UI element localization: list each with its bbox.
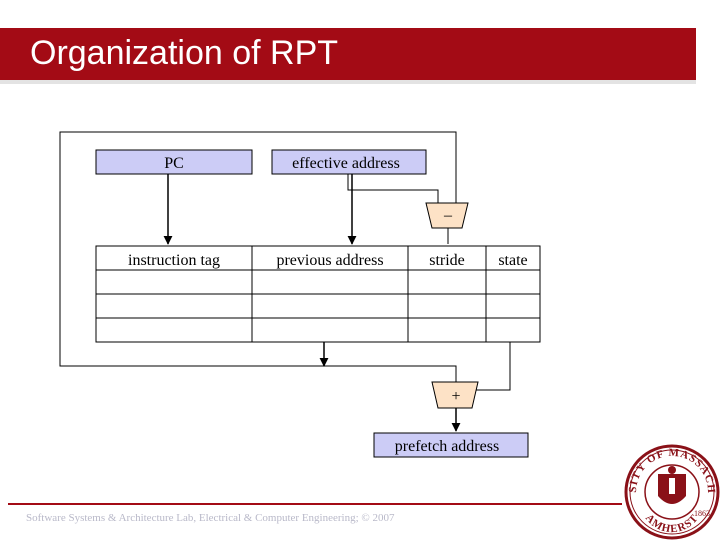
prefetch-address-label: prefetch address [395,438,499,455]
subtract-op-label: – [443,207,453,224]
seal-year: 1863 [694,509,710,518]
prefetch-address-box [373,432,529,458]
instruction-tag-header: instruction tag [128,252,220,269]
slide-title: Organization of RPT [30,34,339,72]
stride-to-add-line [472,342,511,391]
rpt-table [95,245,541,343]
seal-top-text: UNIVERSITY OF MASSACHUSETTS [0,0,716,494]
footer-text: Software Systems & Architecture Lab, Ele… [26,512,395,524]
effective-address-label: effective address [292,155,400,172]
stride-header: stride [429,252,465,269]
subtract-op-shape [425,202,469,229]
add-op-label: + [451,388,460,405]
pc-label: PC [164,155,184,172]
feedback-frame-line [59,131,457,382]
pc-box [95,149,253,175]
title-bar: Organization of RPT [0,28,696,80]
footer-rule [8,503,622,505]
ea-to-subtract-line [347,174,439,203]
previous-address-header: previous address [276,252,383,269]
state-header: state [498,252,527,269]
add-op-shape [431,381,479,409]
title-shadow [0,80,696,84]
effective-address-box [271,149,427,175]
